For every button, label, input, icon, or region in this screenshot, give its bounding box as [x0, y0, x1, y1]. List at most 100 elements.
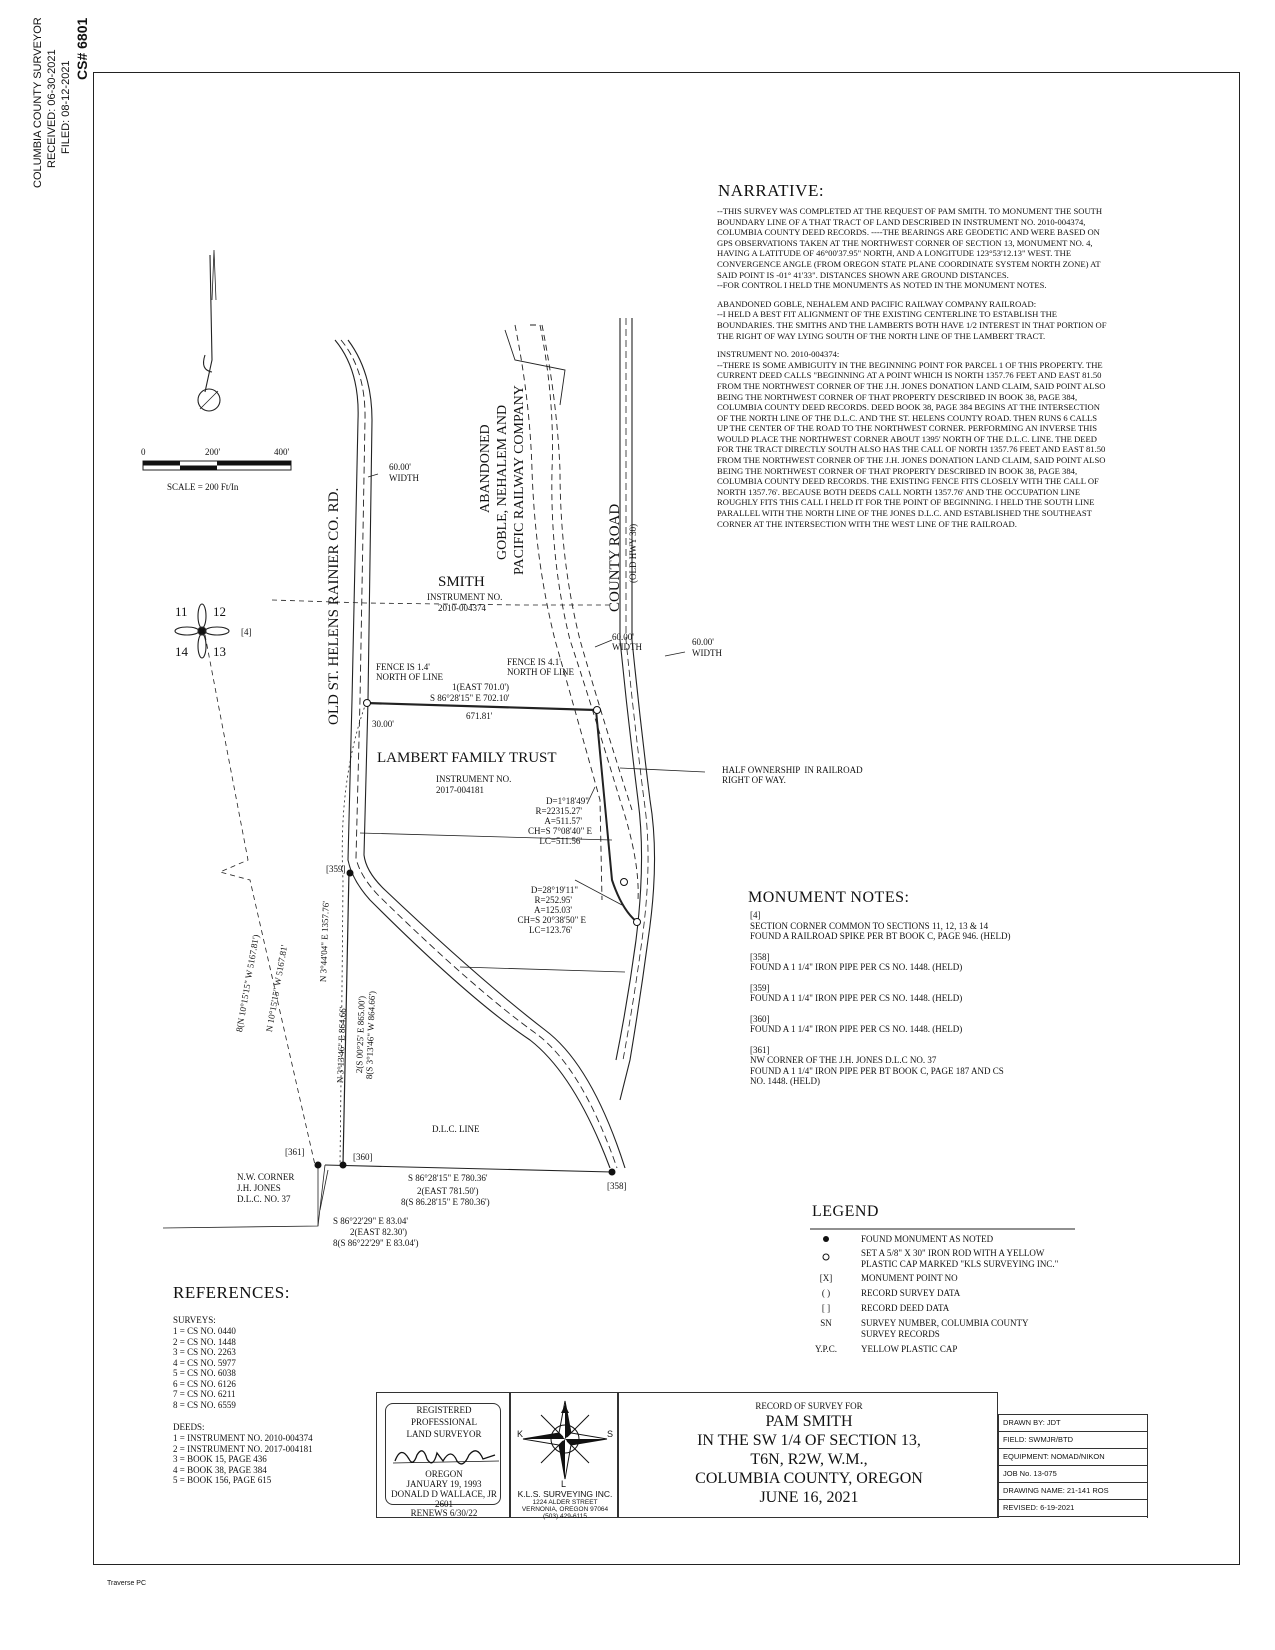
railway-label-3: PACIFIC RAILWAY COMPANY — [512, 385, 527, 575]
stamp-state: OREGON — [425, 1469, 463, 1479]
section-corner-icon — [197, 626, 207, 636]
stamp-professional: PROFESSIONAL — [410, 1417, 477, 1427]
narrative-instrument-heading: INSTRUMENT NO. 2010-004374: — [717, 349, 840, 360]
narrative-paragraph-1: --THIS SURVEY WAS COMPLETED AT THE REQUE… — [717, 206, 1103, 280]
survey-title-cell: RECORD OF SURVEY FOR PAM SMITH IN THE SW… — [618, 1392, 998, 1518]
legend-text: SURVEY NUMBER, COLUMBIA COUNTY SURVEY RE… — [861, 1318, 1029, 1339]
client-name: PAM SMITH — [765, 1413, 853, 1430]
company-street: 1224 ALDER STREET — [532, 1499, 598, 1506]
legend-symbol: SN — [820, 1318, 832, 1328]
company-name: K.L.S. SURVEYING INC. — [517, 1489, 613, 1499]
scale-label: SCALE = 200 Ft/In — [167, 482, 239, 492]
south-line-record-2: 2(EAST 781.50') — [417, 1186, 479, 1196]
railway-line-1 — [530, 324, 639, 901]
monument-note: [4] SECTION CORNER COMMON TO SECTIONS 11… — [750, 910, 1070, 942]
monument-note-text: FOUND A 1 1/4" IRON PIPE PER CS NO. 1448… — [750, 962, 963, 972]
monument-note-id: [359] — [750, 982, 770, 993]
stamp-name: DONALD D WALLACE, JR — [391, 1489, 497, 1499]
north-line-record: 1(EAST 701.0') — [452, 682, 509, 692]
survey-location: IN THE SW 1/4 OF SECTION 13, — [697, 1432, 921, 1449]
width-right-label: WIDTH — [692, 648, 722, 658]
surveyor-signature — [392, 1450, 500, 1465]
set-iron-rod — [620, 878, 628, 886]
legend-found-icon — [823, 1236, 829, 1242]
legend-text: RECORD SURVEY DATA — [861, 1288, 961, 1298]
survey-ref: 7 = CS NO. 6211 — [173, 1389, 236, 1399]
monument-note-id: [358] — [750, 951, 770, 962]
monument-note-text: FOUND A 1 1/4" IRON PIPE PER CS NO. 1448… — [750, 1024, 963, 1034]
stamp-date: JANUARY 19, 1993 — [406, 1479, 482, 1489]
set-iron-rod — [593, 706, 601, 714]
record-for: RECORD OF SURVEY FOR — [755, 1401, 863, 1411]
company-city: VERNONIA, OREGON 97064 — [521, 1506, 609, 1513]
surveys-list: 1 = CS NO. 0440 2 = CS NO. 1448 3 = CS N… — [173, 1326, 236, 1410]
nw-corner-label-3: D.L.C. NO. 37 — [237, 1194, 291, 1204]
drawn-by: DRAWN BY: JDT — [999, 1415, 1147, 1432]
scale-bar-fill-3 — [217, 461, 291, 466]
references-heading: REFERENCES: — [173, 1283, 290, 1302]
nw-corner-label-2: J.H. JONES — [237, 1183, 281, 1193]
fence-note-left-2: NORTH OF LINE — [376, 672, 443, 682]
scale-tick-400: 400' — [274, 447, 290, 457]
monument-note: [361] NW CORNER OF THE J.H. JONES D.L.C … — [750, 1045, 1070, 1087]
stamp-registered: REGISTERED — [416, 1405, 472, 1415]
short-line-record-2: 2(EAST 82.30') — [350, 1227, 407, 1237]
monument-note-id: [360] — [750, 1013, 770, 1024]
narrative-control-note: --FOR CONTROL I HELD THE MONUMENTS AS NO… — [717, 280, 1047, 291]
deed-ref: 5 = BOOK 156, PAGE 615 — [173, 1475, 272, 1485]
deed-ref: 3 = BOOK 15, PAGE 436 — [173, 1454, 267, 1464]
field-crew: FIELD: SWMJR/BTD — [999, 1432, 1147, 1449]
compass-l: L — [561, 1479, 567, 1489]
legend-symbol: ● — [806, 1234, 846, 1244]
width-left-label: WIDTH — [389, 473, 419, 483]
railway-line-3 — [514, 324, 603, 901]
company-phone: (503) 429-6115 — [543, 1513, 587, 1520]
deeds-label: DEEDS: — [173, 1422, 205, 1432]
road-line-west — [334, 339, 611, 1169]
narrative-paragraph-3: --THERE IS SOME AMBIGUITY IN THE BEGINNI… — [717, 359, 1106, 529]
monument-note-text: FOUND A 1 1/4" IRON PIPE PER CS NO. 1448… — [750, 993, 963, 1003]
legend-heading: LEGEND — [812, 1203, 879, 1220]
survey-county: COLUMBIA COUNTY, OREGON — [695, 1470, 923, 1487]
legend-text: MONUMENT POINT NO — [861, 1273, 958, 1283]
north-line-distance: 671.81' — [466, 711, 493, 721]
smith-label: SMITH — [438, 574, 485, 590]
survey-ref: 6 = CS NO. 6126 — [173, 1378, 236, 1389]
railway-label-2: GOBLE, NEHALEM AND — [495, 404, 510, 560]
county-road-east — [619, 318, 656, 1101]
monument-note-text: NW CORNER OF THE J.H. JONES D.L.C NO. 37… — [750, 1055, 1004, 1086]
section-13: 13 — [213, 644, 226, 659]
smith-instrument-label: INSTRUMENT NO. — [427, 592, 503, 602]
lambert-label: LAMBERT FAMILY TRUST — [377, 750, 557, 766]
lambert-east-line — [595, 709, 638, 923]
monument-360 — [339, 1161, 347, 1169]
survey-township: T6N, R2W, W.M., — [750, 1451, 868, 1468]
width-left-value: 60.00' — [389, 462, 411, 472]
monument-359 — [346, 869, 354, 877]
curve1-chord: CH=S 7°08'40" E — [528, 826, 592, 836]
monument-361 — [314, 1161, 322, 1169]
section-corner-ref: [4] — [241, 627, 252, 637]
county-road-west — [615, 318, 643, 1061]
curve1-arc: A=511.57' — [544, 816, 582, 826]
short-line-record-8: 8(S 86°22'29" E 83.04') — [333, 1238, 419, 1248]
county-road-centerline — [622, 318, 649, 1061]
curve2-radius: R=252.95' — [534, 895, 572, 905]
curve2-length: LC=123.76' — [529, 925, 572, 935]
legend-symbol: ○ — [806, 1251, 846, 1261]
compass-k: K — [517, 1429, 524, 1439]
south-line-bearing: S 86°28'15" E 780.36' — [408, 1173, 488, 1183]
section-14: 14 — [175, 644, 188, 659]
west-line — [342, 869, 350, 1166]
smith-instrument-number: 2010-004374 — [438, 603, 486, 613]
stamp-renews: RENEWS 6/30/22 — [410, 1508, 478, 1518]
road-line-east — [347, 339, 626, 1169]
smith-line — [271, 599, 610, 606]
north-arrow-head — [211, 249, 217, 301]
legend-text: RECORD DEED DATA — [861, 1303, 950, 1313]
monument-label-358: [358] — [607, 1181, 627, 1191]
legend-symbol: [X] — [819, 1273, 833, 1283]
revised-date: REVISED: 6-19-2021 — [999, 1500, 1147, 1517]
drawing-info-cell: DRAWN BY: JDT FIELD: SWMJR/BTD EQUIPMENT… — [998, 1414, 1148, 1518]
curve1-length: LC=511.56' — [539, 836, 582, 846]
